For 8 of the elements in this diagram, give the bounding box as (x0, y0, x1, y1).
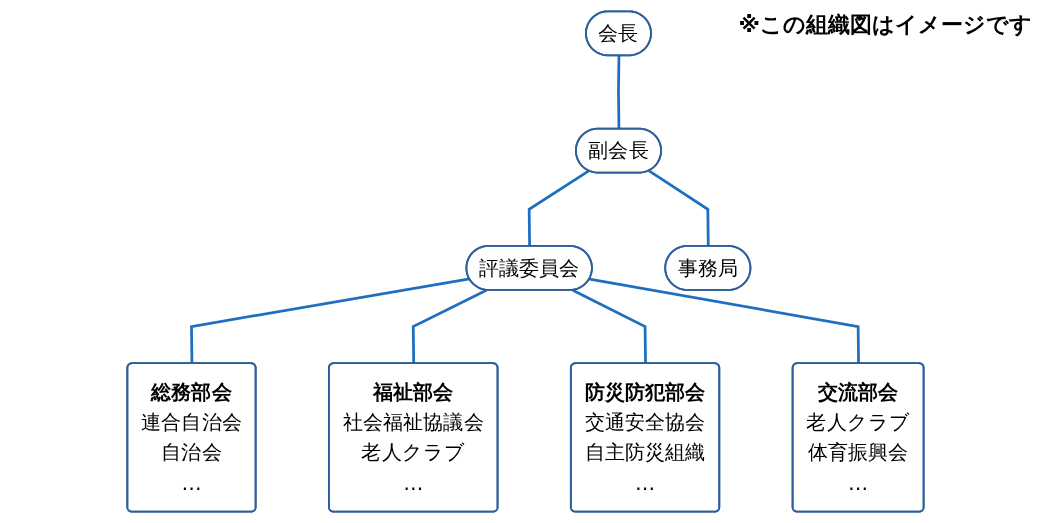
connector (411, 289, 487, 364)
note-text: ※この組織図はイメージです (738, 11, 1032, 39)
connector (189, 277, 470, 364)
connector (527, 169, 590, 247)
connector (616, 55, 620, 130)
connector (588, 277, 860, 364)
connector (647, 169, 710, 247)
connector (571, 289, 647, 364)
